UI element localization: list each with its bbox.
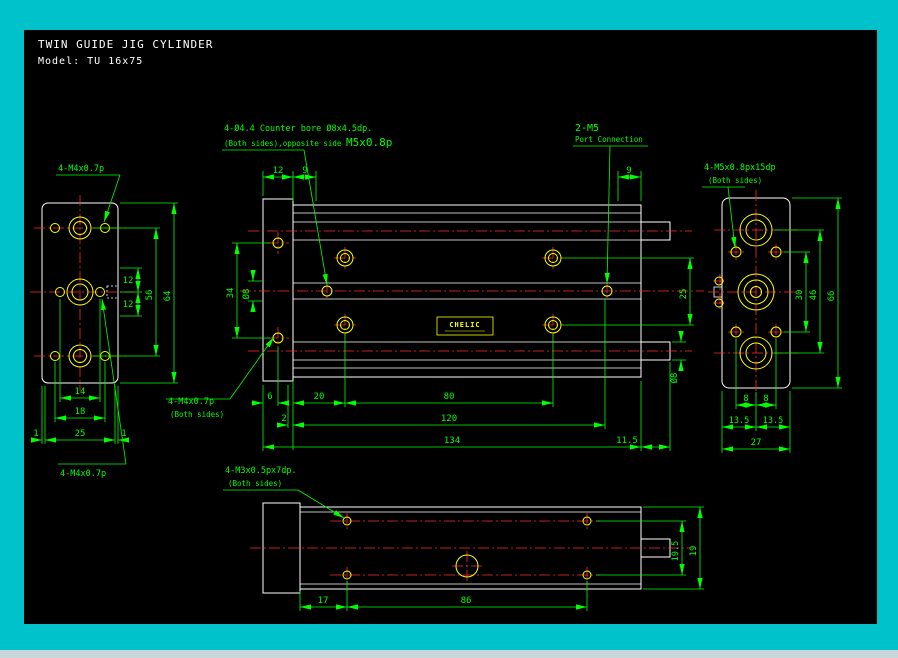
dim-13-5-right: 13.5	[763, 416, 783, 426]
leader-counterbore	[303, 149, 328, 286]
bottom-view-centerlines	[250, 513, 692, 583]
note-m3-line1: 4-M3x0.5px7dp.	[225, 466, 297, 476]
dim-2: 2	[281, 414, 286, 424]
left-end-view: 14 18 25 1 1 12 12 56 64 4-M4x0.7p 4-M4x…	[30, 164, 178, 479]
brand-label: CHELIC	[449, 321, 480, 329]
dim-dia8-left: Ø8	[241, 289, 252, 300]
dim-30: 30	[795, 290, 805, 301]
front-view: CHELIC 12 9 9 34 Ø8 25	[166, 123, 704, 451]
right-view-centerlines	[708, 190, 800, 396]
dim-19-5: 19.5	[671, 541, 681, 561]
note-counterbore-line1: 4-Ø4.4 Counter bore Ø8x4.5dp.	[224, 123, 372, 134]
note-side-m4-line2: (Both sides)	[170, 410, 224, 419]
dim-12-lower: 12	[123, 300, 134, 310]
note-side-m4-line1: 4-M4x0.7p	[168, 397, 214, 407]
leader-port	[604, 145, 611, 285]
window-bottom-edge	[0, 650, 898, 658]
dim-14: 14	[75, 387, 86, 397]
note-m5-line2: (Both sides)	[708, 176, 762, 185]
leader-m4-bottom	[101, 298, 127, 465]
dim-27: 27	[751, 438, 762, 448]
brand-plate: CHELIC	[436, 316, 494, 336]
dim-134: 134	[444, 436, 460, 446]
dim-34: 34	[226, 288, 236, 299]
note-m3-line2: (Both sides)	[228, 479, 282, 488]
dim-56: 56	[145, 290, 155, 301]
front-view-dimension-lines	[234, 174, 693, 450]
note-counterbore-thread: M5x0.8p	[346, 136, 392, 149]
right-view-dimension-lines	[722, 198, 841, 452]
leader-side-m4	[229, 336, 275, 400]
left-view-centerlines	[30, 195, 134, 391]
dim-80: 80	[444, 392, 455, 402]
dim-20: 20	[314, 392, 325, 402]
dim-1-left: 1	[33, 429, 38, 439]
dim-64: 64	[163, 291, 173, 302]
dim-18: 18	[75, 407, 86, 417]
right-view-holes	[714, 213, 782, 370]
right-end-view: 30 46 66 8 8 13.5 13.5 27 4-M5x0.8px15dp…	[702, 163, 842, 453]
note-m5-line1: 4-M5x0.8px15dp	[704, 163, 776, 173]
note-m4-top: 4-M4x0.7p	[58, 164, 104, 174]
dim-12-cap: 12	[273, 166, 284, 176]
dim-17: 17	[318, 596, 329, 606]
dim-6: 6	[267, 392, 272, 402]
dim-9-right: 9	[626, 166, 631, 176]
bottom-view-extension-lines	[299, 506, 704, 611]
drawing-title: TWIN GUIDE JIG CYLINDER	[38, 38, 213, 51]
dim-8-right: 8	[763, 394, 768, 404]
dim-19: 19	[689, 546, 699, 557]
dim-12-upper: 12	[123, 276, 134, 286]
note-counterbore-line2: (Both sides),opposite side	[224, 139, 342, 148]
dim-86: 86	[461, 596, 472, 606]
front-view-holes	[272, 237, 613, 344]
bottom-view-dimension-lines	[300, 507, 703, 610]
dim-25: 25	[75, 429, 86, 439]
note-m4-bottom: 4-M4x0.7p	[60, 469, 106, 479]
leader-m3	[297, 489, 345, 519]
bottom-plan-view: 17 86 19.5 19 4-M3x0.5px7dp. (Both sides…	[223, 466, 704, 611]
front-view-centerlines	[240, 230, 704, 352]
leader-m5	[727, 186, 737, 249]
dim-120: 120	[441, 414, 457, 424]
left-view-extension-lines	[41, 202, 178, 444]
dim-25-ports: 25	[679, 289, 689, 300]
leader-m4-top	[103, 174, 121, 223]
dim-13-5-left: 13.5	[729, 416, 749, 426]
drawing-model: Model: TU 16x75	[38, 56, 143, 67]
dim-66: 66	[827, 291, 837, 302]
dim-11-5: 11.5	[616, 436, 638, 446]
dim-46: 46	[809, 290, 819, 301]
bottom-view-holes	[342, 516, 592, 580]
dim-9-left: 9	[302, 166, 307, 176]
right-view-extension-lines	[721, 197, 842, 453]
dim-dia8-right: Ø8	[669, 373, 680, 384]
dim-1-right: 1	[121, 429, 126, 439]
dim-8-left: 8	[743, 394, 748, 404]
left-view-dimension-lines	[31, 203, 177, 443]
note-port-line2: Port Connection	[575, 135, 643, 144]
left-view-holes	[50, 216, 110, 368]
note-port-line1: 2-M5	[575, 123, 599, 134]
